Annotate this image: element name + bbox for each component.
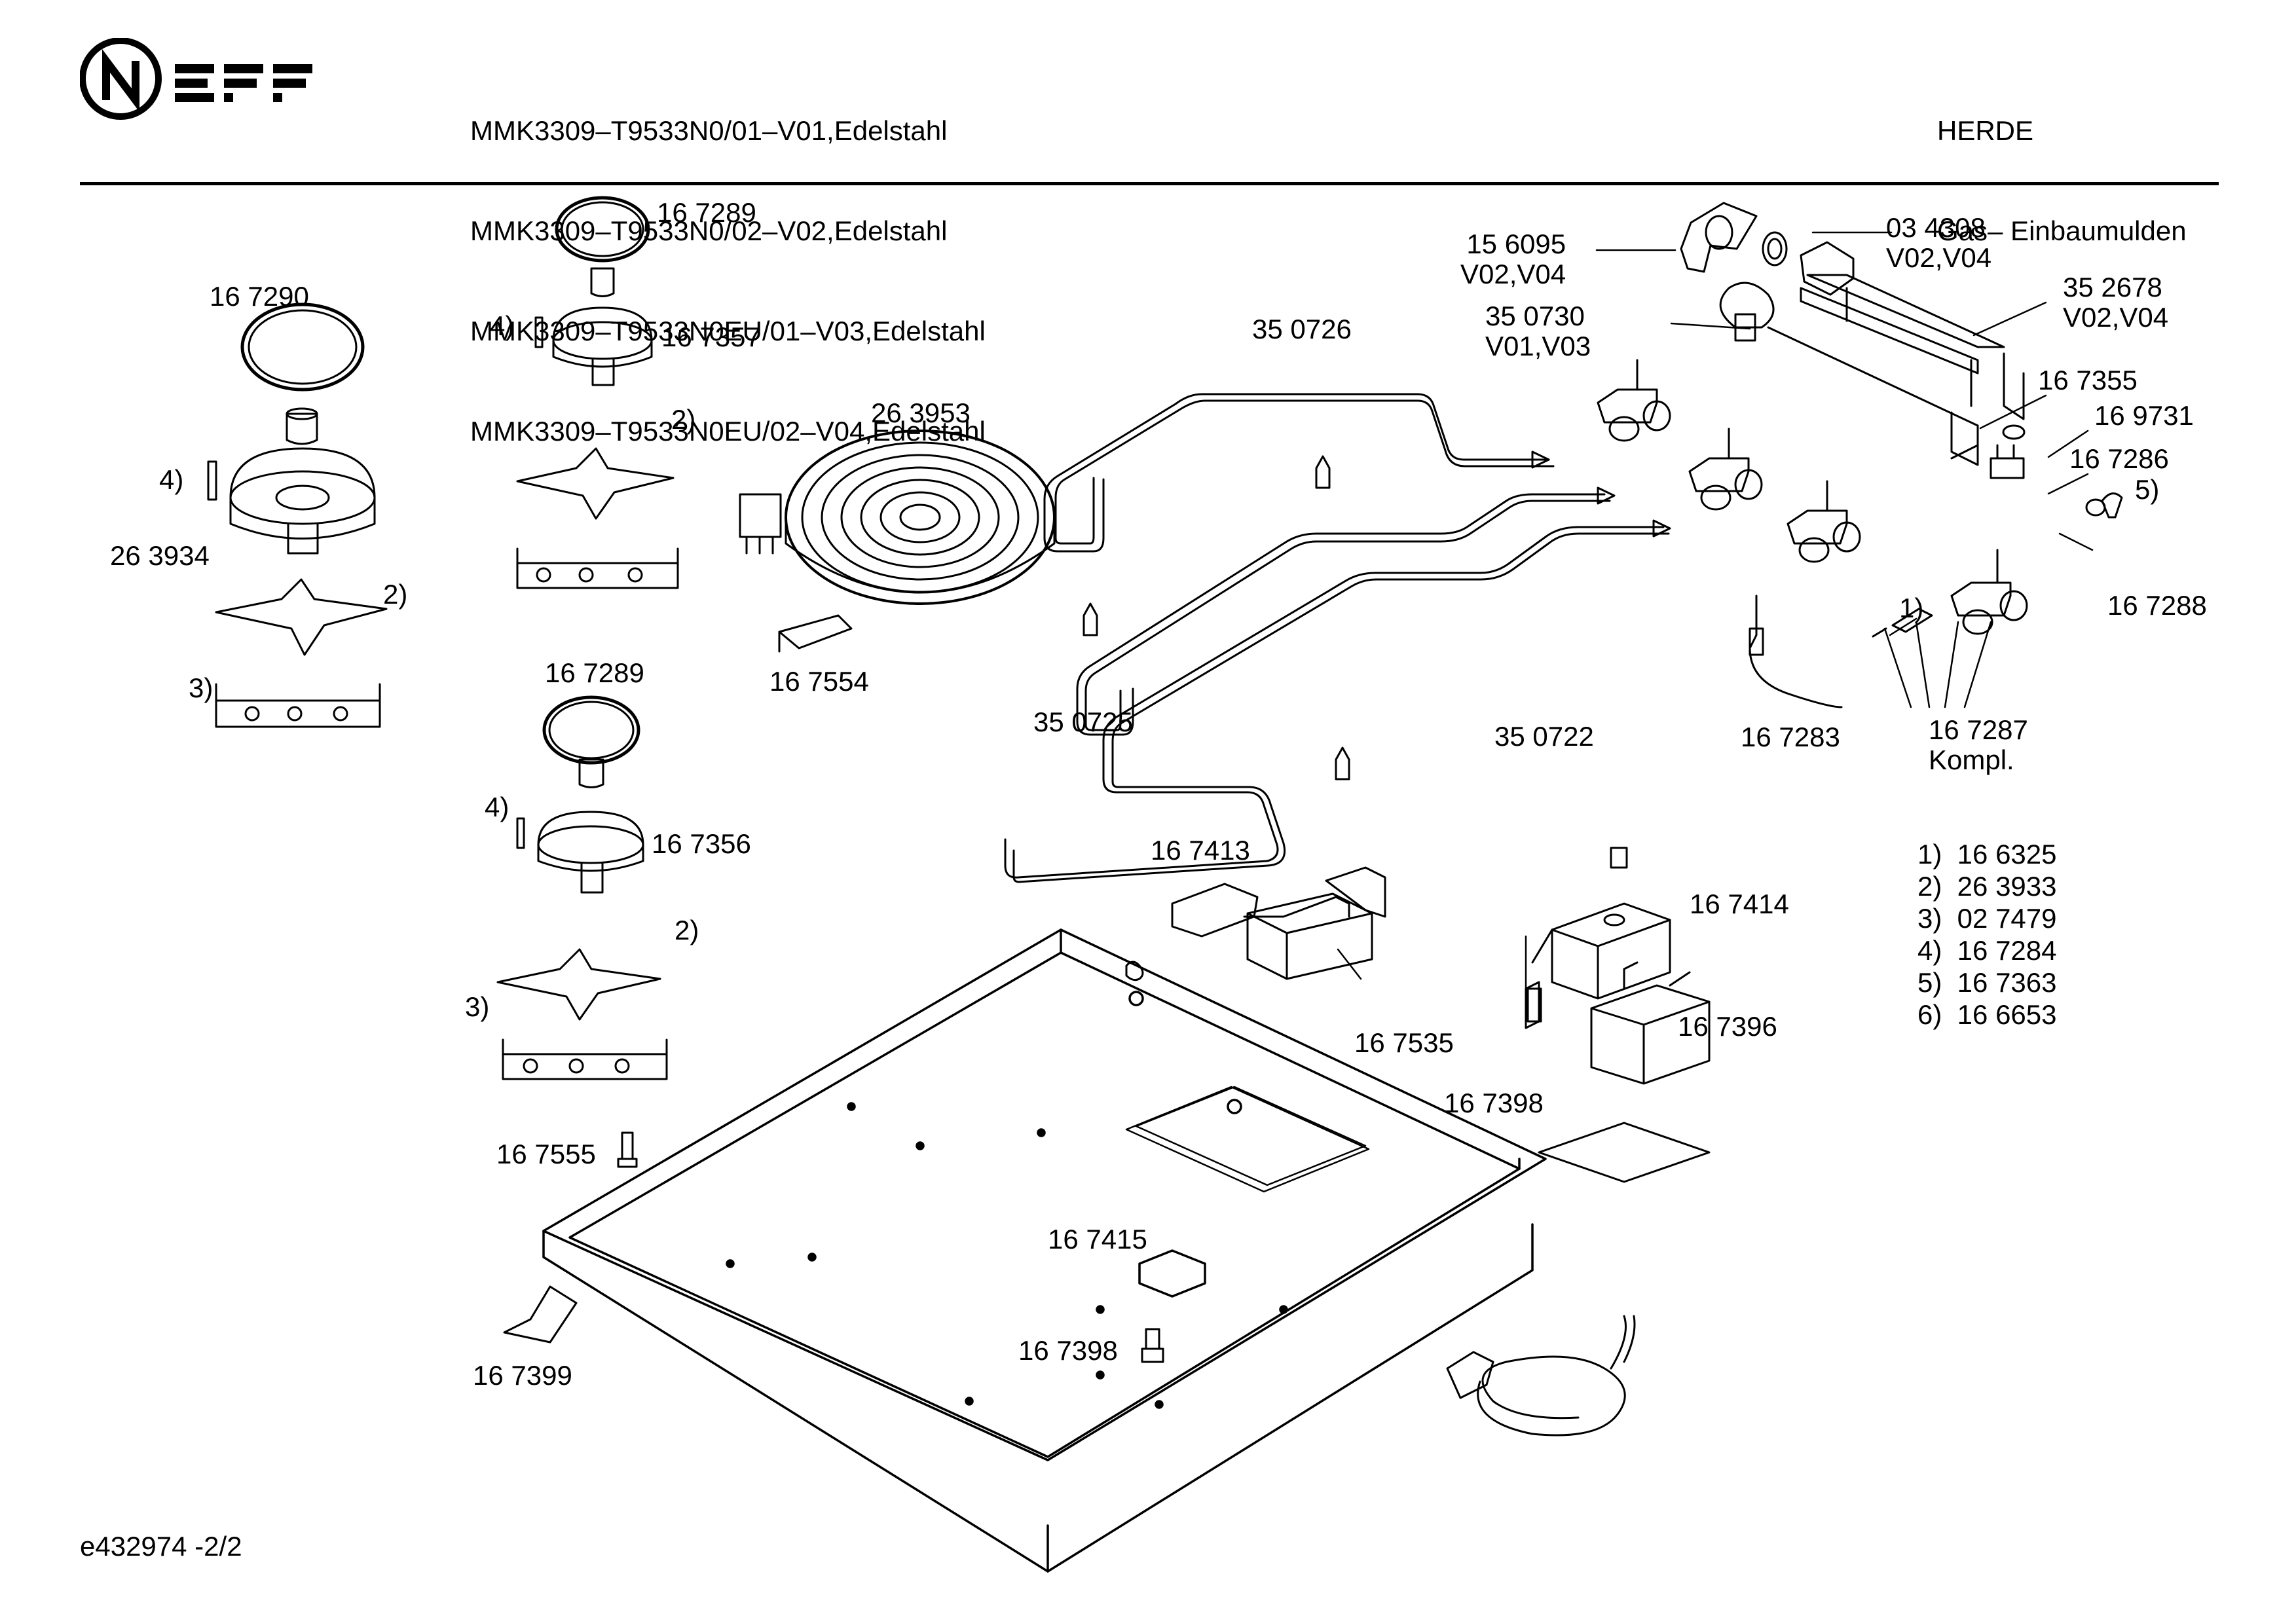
power-cord xyxy=(1446,1315,1636,1437)
part-label: 35 0726 xyxy=(1252,314,1352,344)
screw-16-7555 xyxy=(617,1131,638,1168)
part-label: 2) xyxy=(383,579,408,610)
part-label: 16 7290 xyxy=(210,281,309,312)
leader-lines xyxy=(1337,231,2094,1000)
electric-hotplate-spiral xyxy=(739,430,1056,605)
model-line: MMK3309–T9533N0/01–V01,Edelstahl xyxy=(470,115,948,146)
legend-item: 2) 26 3933 xyxy=(1917,871,2057,902)
part-label: 5) xyxy=(2135,474,2160,505)
part-label: 16 7554 xyxy=(769,666,869,697)
burner-cap xyxy=(286,412,318,445)
legend-item: 6) 16 6653 xyxy=(1917,999,2057,1030)
base-tray xyxy=(542,928,1547,1573)
hotplate-clip xyxy=(778,614,853,653)
part-label: 16 7289 xyxy=(545,657,644,688)
part-label: 16 7287 Kompl. xyxy=(1929,714,2028,775)
category-title: HERDE xyxy=(1937,115,2034,146)
control-modules xyxy=(1125,847,1711,1183)
part-label: 4) xyxy=(159,464,184,495)
part-label: 16 7413 xyxy=(1151,835,1250,866)
burner-cross-support xyxy=(215,578,388,656)
part-label: 03 4308 V02,V04 xyxy=(1886,212,1992,273)
gas-inlet-valves xyxy=(1597,202,2123,638)
part-label: 16 7289 xyxy=(657,197,756,228)
header-divider xyxy=(80,182,2219,185)
legend-item: 4) 16 7284 xyxy=(1917,935,2057,966)
model-line: MMK3309–T9533N0EU/02–V04,Edelstahl xyxy=(470,416,986,447)
part-label: 16 7355 xyxy=(2038,365,2138,395)
part-label: 16 7414 xyxy=(1690,888,1789,919)
gas-pipes xyxy=(1004,393,1671,883)
part-label: 4) xyxy=(485,792,509,822)
category-block: HERDE Gas– Einbaumulden xyxy=(1937,47,2187,281)
legend-item: 1) 16 6325 xyxy=(1917,839,2057,870)
part-label: 4) xyxy=(490,310,515,341)
burner-bracket xyxy=(215,683,381,728)
part-label: 35 0725 xyxy=(1033,706,1133,737)
burner-body xyxy=(229,447,376,540)
part-label: 16 7396 xyxy=(1678,1011,1777,1042)
screw-16-7398-lower xyxy=(1141,1328,1164,1363)
part-label: 16 7555 xyxy=(496,1139,596,1169)
sensor-16-7398 xyxy=(1527,987,1542,1023)
part-label: 2) xyxy=(671,404,696,435)
part-label: 35 2678 V02,V04 xyxy=(2063,272,2169,333)
model-list: MMK3309–T9533N0/01–V01,Edelstahl MMK3309… xyxy=(470,47,986,481)
part-label: 16 7286 xyxy=(2069,443,2169,474)
part-label: 16 7283 xyxy=(1741,722,1840,752)
part-label: 1) xyxy=(1899,593,1924,623)
model-line: MMK3309–T9533N0/02–V02,Edelstahl xyxy=(470,215,948,246)
part-label: 35 0722 xyxy=(1494,721,1594,752)
part-label: 16 7356 xyxy=(652,828,751,859)
part-label: 3) xyxy=(465,991,490,1022)
part-label: 16 7357 xyxy=(661,321,761,352)
model-line: MMK3309–T9533N0EU/01–V03,Edelstahl xyxy=(470,316,986,346)
part-label: 16 9731 xyxy=(2094,400,2194,431)
part-label: 26 3953 xyxy=(871,397,971,428)
category-subtitle: Gas– Einbaumulden xyxy=(1937,215,2187,246)
part-label: 16 7398 xyxy=(1018,1335,1118,1366)
clip-16-7399 xyxy=(503,1285,578,1344)
burner-assembly-medium-upper xyxy=(516,196,679,589)
burner-assembly-medium-lower xyxy=(496,695,668,1080)
part-label: 16 7415 xyxy=(1048,1224,1147,1255)
part-label: 26 3934 xyxy=(110,540,210,571)
part-label: 15 6095 V02,V04 xyxy=(1460,229,1566,289)
thermocouple xyxy=(1749,595,1843,708)
legend-item: 3) 02 7479 xyxy=(1917,903,2057,934)
burner-seal-ring xyxy=(240,302,365,392)
legend-item: 5) 16 7363 xyxy=(1917,967,2057,998)
document-id: e432974 -2/2 xyxy=(80,1531,242,1562)
footnote-legend: 1) 16 6325 2) 26 3933 3) 02 7479 4) 16 7… xyxy=(1917,838,2057,1031)
part-label: 35 0730 V01,V03 xyxy=(1485,301,1591,361)
part-label: 2) xyxy=(675,915,699,945)
part-label: 16 7399 xyxy=(473,1360,572,1391)
neff-logo xyxy=(80,38,312,120)
part-label: 16 7535 xyxy=(1354,1027,1454,1058)
part-label: 16 7288 xyxy=(2107,590,2207,621)
part-label: 3) xyxy=(189,672,213,703)
burner-assembly-large xyxy=(207,302,388,728)
part-label: 16 7398 xyxy=(1444,1088,1544,1118)
